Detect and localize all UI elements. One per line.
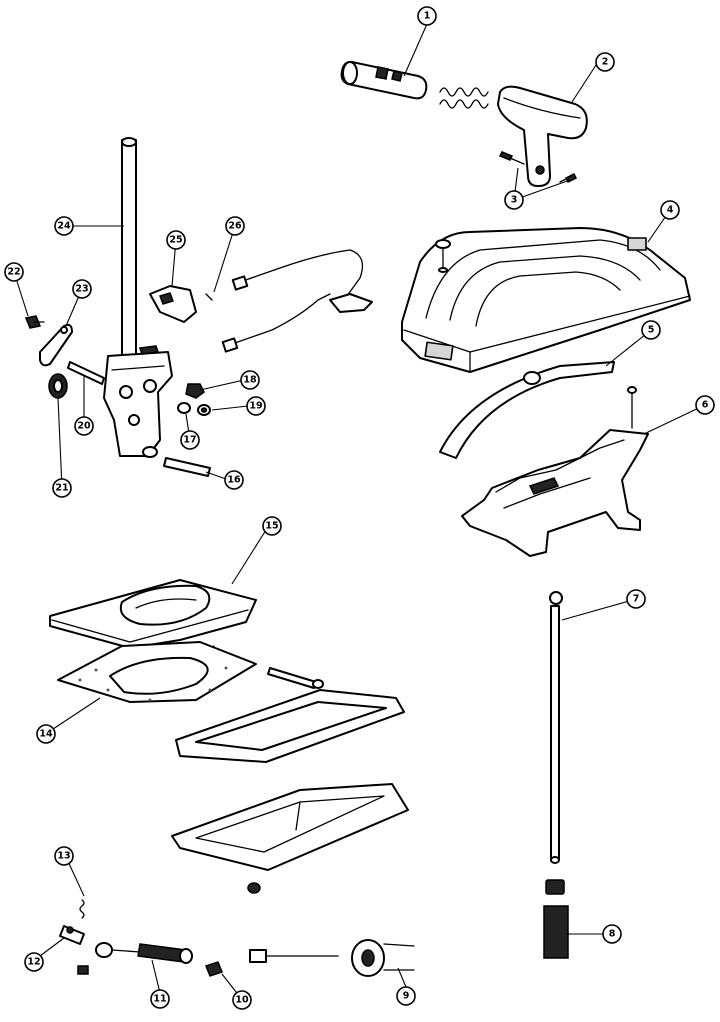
svg-text:5: 5 — [648, 325, 655, 336]
part-21-roller — [48, 373, 68, 399]
svg-text:6: 6 — [702, 400, 709, 411]
part-long-bolt — [267, 667, 324, 689]
part-tray — [171, 783, 409, 894]
svg-text:15: 15 — [265, 521, 278, 532]
part-14-gasket — [57, 641, 257, 703]
part-1-push-button — [340, 60, 428, 100]
svg-text:14: 14 — [39, 729, 53, 740]
part-5-slide-strip — [439, 361, 615, 459]
part-16-pin — [163, 457, 211, 477]
svg-text:23: 23 — [75, 284, 88, 295]
callout-5: 5 — [641, 320, 661, 340]
callout-10: 10 — [232, 990, 252, 1010]
svg-text:19: 19 — [249, 401, 262, 412]
part-2-selector-knob — [497, 85, 588, 187]
part-24-shift-lever — [103, 137, 173, 458]
part-12-pin — [59, 925, 85, 945]
callout-22: 22 — [4, 262, 24, 282]
svg-text:17: 17 — [183, 435, 196, 446]
svg-text:3: 3 — [511, 195, 518, 206]
svg-text:24: 24 — [57, 221, 71, 232]
callout-16: 16 — [224, 470, 244, 490]
callout-14: 14 — [36, 724, 56, 744]
callout-8: 8 — [602, 924, 622, 944]
callouts: 1 2 3 4 5 6 7 8 9 10 11 12 13 14 15 16 1… — [4, 6, 715, 1010]
part-7-rod — [549, 591, 563, 864]
svg-text:8: 8 — [609, 929, 616, 940]
callout-7: 7 — [626, 589, 646, 609]
callout-9: 9 — [396, 986, 416, 1006]
svg-text:13: 13 — [57, 851, 70, 862]
callout-1: 1 — [417, 6, 437, 26]
callout-11: 11 — [150, 989, 170, 1009]
svg-text:4: 4 — [667, 205, 674, 216]
svg-text:25: 25 — [169, 235, 182, 246]
callout-23: 23 — [72, 279, 92, 299]
callout-4: 4 — [660, 200, 680, 220]
callout-2: 2 — [595, 52, 615, 72]
part-15-top-plate — [49, 579, 257, 656]
svg-text:20: 20 — [77, 421, 91, 432]
svg-text:16: 16 — [227, 475, 241, 486]
part-seal-frame — [175, 689, 405, 763]
svg-text:18: 18 — [243, 375, 257, 386]
svg-text:21: 21 — [55, 483, 68, 494]
part-13-spring — [79, 899, 85, 919]
part-19-washer — [197, 404, 211, 416]
svg-text:26: 26 — [228, 221, 242, 232]
part-25-bracket — [149, 285, 197, 323]
part-18-nut — [185, 383, 205, 399]
part-6-base-plate — [461, 386, 649, 557]
part-26-cable — [205, 249, 373, 353]
callout-12: 12 — [24, 952, 44, 972]
part-17-bush — [177, 402, 191, 414]
svg-text:10: 10 — [235, 995, 249, 1006]
callout-6: 6 — [695, 395, 715, 415]
svg-text:9: 9 — [403, 991, 410, 1002]
part-20-pin — [67, 361, 105, 385]
callout-25: 25 — [166, 230, 186, 250]
part-9-cable-end — [249, 939, 415, 977]
callout-20: 20 — [74, 416, 94, 436]
part-10-nut — [205, 961, 223, 977]
callout-3: 3 — [504, 190, 524, 210]
callout-18: 18 — [240, 370, 260, 390]
part-11-adjuster — [95, 942, 193, 964]
part-4-console-housing — [401, 227, 691, 373]
part-3-screws — [498, 151, 578, 184]
callout-26: 26 — [225, 216, 245, 236]
part-23-lever — [39, 323, 73, 367]
part-spring-upper — [439, 87, 489, 109]
svg-text:11: 11 — [153, 994, 166, 1005]
part-22-bolt — [24, 315, 45, 329]
callout-15: 15 — [262, 516, 282, 536]
part-8-spring — [543, 879, 569, 959]
svg-text:2: 2 — [602, 57, 609, 68]
callout-17: 17 — [180, 430, 200, 450]
svg-text:7: 7 — [633, 594, 640, 605]
callout-24: 24 — [54, 216, 74, 236]
svg-text:1: 1 — [424, 11, 431, 22]
part-small-screw — [77, 965, 89, 975]
svg-text:22: 22 — [7, 267, 20, 278]
svg-text:12: 12 — [27, 957, 40, 968]
callout-21: 21 — [52, 478, 72, 498]
callout-19: 19 — [246, 396, 266, 416]
callout-13: 13 — [54, 846, 74, 866]
